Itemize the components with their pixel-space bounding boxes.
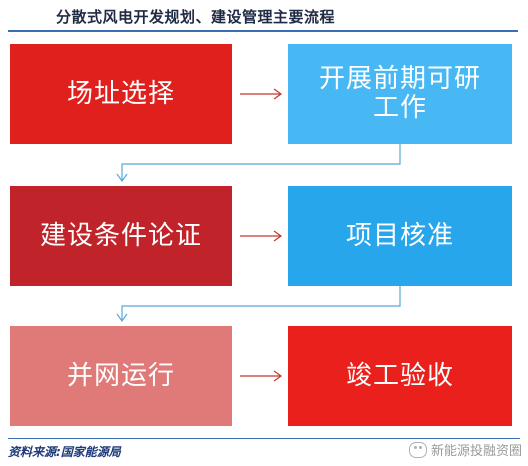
connector-step2-to-step3 [116,144,401,183]
watermark: 新能源投融资圈 [408,440,522,459]
arrow-step3-to-step4 [240,230,283,242]
step-site-selection: 场址选择 [10,44,232,144]
source-note: 资料来源:国家能源局 [8,445,121,459]
step-feasibility-study: 开展前期可研工作 [288,44,512,144]
step-feasibility-study-label: 开展前期可研工作 [318,64,481,123]
step-project-approval: 项目核准 [288,186,512,286]
diagram-title: 分散式风电开发规划、建设管理主要流程 [56,8,336,26]
step-grid-operation: 并网运行 [10,326,232,426]
step-construction-conditions: 建设条件论证 [10,186,232,286]
watermark-text: 新能源投融资圈 [430,444,522,459]
footer-divider [8,438,520,439]
step-completion-acceptance: 竣工验收 [288,326,512,426]
arrow-step1-to-step2 [240,88,283,100]
title-divider [8,30,518,32]
arrow-step5-to-step6 [240,370,283,382]
connector-step4-to-step5 [116,286,401,323]
wechat-icon [408,441,427,458]
